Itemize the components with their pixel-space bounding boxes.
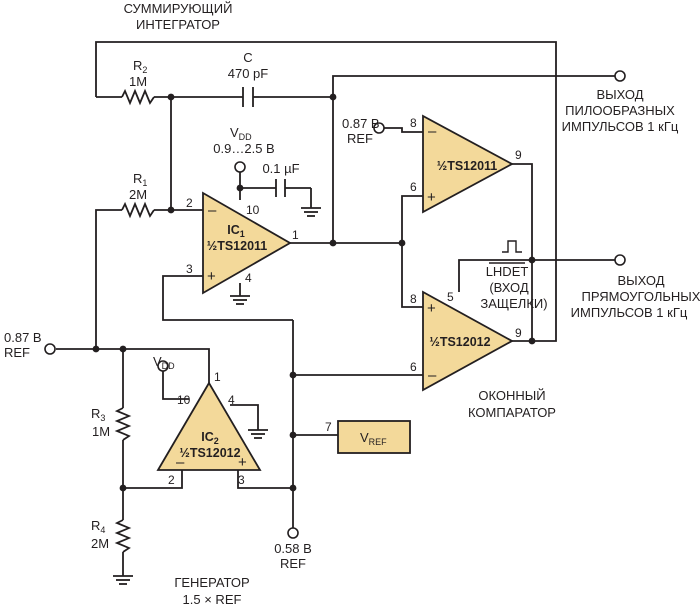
resistor-r3 <box>114 407 132 441</box>
comp-top-pin-inverting: 8 <box>410 116 417 130</box>
ic2-pin-out: 1 <box>214 370 221 384</box>
comp-bottom-pin-latch: 5 <box>447 290 454 304</box>
ic2-pin-vdd: 10 <box>177 393 191 407</box>
ref-087-comparator-terminal <box>373 122 385 134</box>
ic1-pin-noninverting: 3 <box>186 262 193 276</box>
comparator-top-part: ½TS12011 <box>437 159 498 173</box>
ic1-part: ½TS12011 <box>207 239 268 253</box>
vdd-top-range: 0.9…2.5 В <box>213 141 274 156</box>
ic1-opamp <box>202 191 292 295</box>
ic1-pin-inverting: 2 <box>186 196 193 210</box>
r1-designator: R1 <box>133 171 147 188</box>
r3-designator: R3 <box>91 406 105 423</box>
vdd-ic2-label: VDD <box>153 354 175 371</box>
ic1-pin-vdd: 10 <box>246 203 260 217</box>
r3-value: 1M <box>92 424 110 439</box>
latch-name: LHDET <box>486 264 529 279</box>
comp-top-pin-out: 9 <box>515 148 522 162</box>
latch-label-line2: ЗАЩЕЛКИ) <box>480 296 547 311</box>
vref-pin-number: 7 <box>325 420 332 434</box>
capacitor-c-name: C <box>243 50 252 65</box>
vdd-top-label: VDD <box>230 125 252 142</box>
ref-058-terminal <box>287 527 299 539</box>
ic2-opamp <box>156 381 262 471</box>
ref-087-comparator-value: 0.87 В <box>342 116 380 131</box>
junction-dots <box>92 93 536 492</box>
ref-087-input-value: 0.87 В <box>4 330 42 345</box>
square-output-label-line1: ВЫХОД <box>617 273 664 288</box>
vdd-top-terminal <box>234 161 246 173</box>
r4-value: 2M <box>91 536 109 551</box>
ic2-pin-gnd: 4 <box>228 393 235 407</box>
ground-symbol-ic1 <box>230 295 250 305</box>
comparator-top-opamp <box>422 114 514 214</box>
ic2-plus-sign: + <box>238 454 247 471</box>
generator-title-line2: 1.5 × REF <box>183 592 242 607</box>
ref-087-comparator-name: REF <box>347 131 373 146</box>
r2-value: 1M <box>129 74 147 89</box>
ic2-part: ½TS12012 <box>179 446 240 460</box>
resistor-r1 <box>121 201 155 219</box>
r1-value: 2M <box>129 187 147 202</box>
comp-bottom-plus-sign: + <box>427 300 436 317</box>
latch-pulse-icon <box>502 240 522 253</box>
sawtooth-output-terminal <box>614 70 626 82</box>
ic2-pin-inverting: 2 <box>168 473 175 487</box>
comparator-title-line1: ОКОННЫЙ <box>478 388 545 403</box>
ground-symbol-ic2 <box>248 429 268 439</box>
ic2-designator: IC2 <box>201 430 219 446</box>
resistor-r4 <box>114 519 132 553</box>
vref-block-label: VREF <box>360 430 387 447</box>
ic1-pin-gnd: 4 <box>245 271 252 285</box>
comp-bottom-minus-sign: – <box>428 367 437 384</box>
generator-title-line1: ГЕНЕРАТОР <box>174 575 249 590</box>
square-output-label-line2: ПРЯМОУГОЛЬНЫХ <box>582 289 700 304</box>
ground-symbol-bypass <box>301 207 321 217</box>
integrator-title-line2: ИНТЕГРАТОР <box>136 17 220 32</box>
ground-symbol-r4 <box>113 575 133 585</box>
feedback-loop-wire <box>95 41 557 342</box>
sawtooth-output-label-line2: ПИЛООБРАЗНЫХ <box>565 103 675 118</box>
comp-bottom-pin-noninverting: 8 <box>410 292 417 306</box>
ic2-pin-noninverting: 3 <box>238 473 245 487</box>
r4-designator: R4 <box>91 518 105 535</box>
ic1-minus-sign: – <box>208 202 217 219</box>
comp-top-minus-sign: – <box>428 123 437 140</box>
sawtooth-output-label-line3: ИМПУЛЬСОВ 1 кГц <box>562 119 679 134</box>
ic1-plus-sign: + <box>207 268 216 285</box>
bypass-capacitor-value: 0.1 µF <box>262 161 299 176</box>
ic1-designator: IC1 <box>227 223 245 239</box>
capacitor-c <box>242 87 259 107</box>
square-output-terminal <box>614 254 626 266</box>
ref-058-name: REF <box>280 556 306 571</box>
comp-bottom-pin-inverting: 6 <box>410 360 417 374</box>
latch-label-line1: (ВХОД <box>489 280 528 295</box>
comparator-bottom-opamp <box>422 290 514 392</box>
vref-block <box>337 420 411 454</box>
wiring <box>56 41 615 576</box>
comparator-title-line2: КОМПАРАТОР <box>468 405 556 420</box>
capacitor-c-value: 470 pF <box>228 66 269 81</box>
ref-058-value: 0.58 В <box>274 541 312 556</box>
square-output-label-line3: ИМПУЛЬСОВ 1 кГц <box>571 305 688 320</box>
ic1-pin-out: 1 <box>292 228 299 242</box>
comp-bottom-pin-out: 9 <box>515 326 522 340</box>
capacitor-bypass <box>275 179 290 197</box>
ref-087-input-name: REF <box>4 345 30 360</box>
resistor-r2 <box>121 88 155 106</box>
comp-top-plus-sign: + <box>427 189 436 206</box>
ref-087-input-terminal <box>44 343 56 355</box>
comparator-bottom-part: ½TS12012 <box>429 335 490 349</box>
ic2-minus-sign: – <box>176 454 185 471</box>
integrator-title-line1: СУММИРУЮЩИЙ <box>124 1 233 16</box>
vdd-ic2-terminal <box>157 360 169 372</box>
r2-designator: R2 <box>133 58 147 75</box>
comp-top-pin-noninverting: 6 <box>410 180 417 194</box>
sawtooth-output-label-line1: ВЫХОД <box>596 87 643 102</box>
